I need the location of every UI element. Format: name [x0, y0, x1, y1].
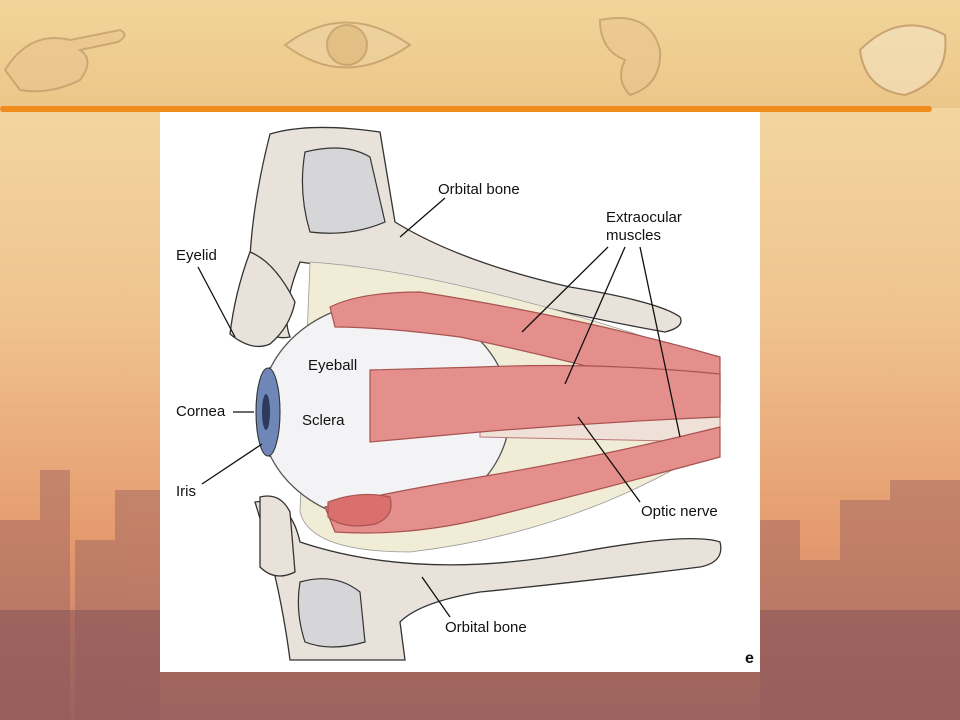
arrow-orbital-bone-top: [399, 197, 446, 238]
label-eyelid: Eyelid: [176, 247, 217, 264]
pupil: [262, 394, 270, 430]
label-extraocular-2: muscles: [606, 227, 661, 244]
pointing-hand-icon: [3, 28, 126, 93]
inferior-oblique-muscle: [327, 493, 392, 527]
arrow-orbital-bone-bottom: [421, 576, 451, 618]
eye-anatomy-diagram: Orbital bone Extraocular muscles Eyelid …: [176, 126, 722, 661]
label-cornea: Cornea: [176, 403, 226, 420]
arrow-iris: [201, 443, 263, 485]
upper-orbital-bone-cavity: [301, 147, 386, 234]
city-skyline: [0, 470, 960, 720]
label-extraocular-1: Extraocular: [606, 209, 682, 226]
eye-icon: [283, 21, 412, 69]
label-eyeball: Eyeball: [308, 357, 357, 374]
corner-mark: e: [745, 650, 754, 667]
lower-orbital-bone-cavity: [297, 578, 366, 648]
arrow-optic-nerve: [577, 416, 641, 503]
arrow-extraocular-3: [639, 246, 681, 438]
arrow-extraocular-2: [564, 246, 626, 385]
banner-divider: [0, 106, 932, 112]
lateral-rectus-muscle: [369, 364, 721, 443]
ear-icon: [598, 17, 662, 97]
label-optic-nerve: Optic nerve: [641, 503, 718, 520]
label-orbital-bone-bottom: Orbital bone: [445, 619, 527, 636]
lower-orbital-bone: [254, 500, 722, 661]
lower-eyelid: [259, 495, 296, 577]
arrow-extraocular-1: [521, 246, 609, 333]
mouth-icon: [858, 24, 947, 97]
label-iris: Iris: [176, 483, 196, 500]
arrow-eyelid: [197, 266, 236, 338]
label-sclera: Sclera: [302, 412, 345, 429]
diagram-panel: Orbital bone Extraocular muscles Eyelid …: [160, 112, 760, 672]
label-orbital-bone-top: Orbital bone: [438, 181, 520, 198]
inferior-rectus-muscle: [324, 426, 721, 534]
upper-eyelid: [229, 251, 296, 348]
